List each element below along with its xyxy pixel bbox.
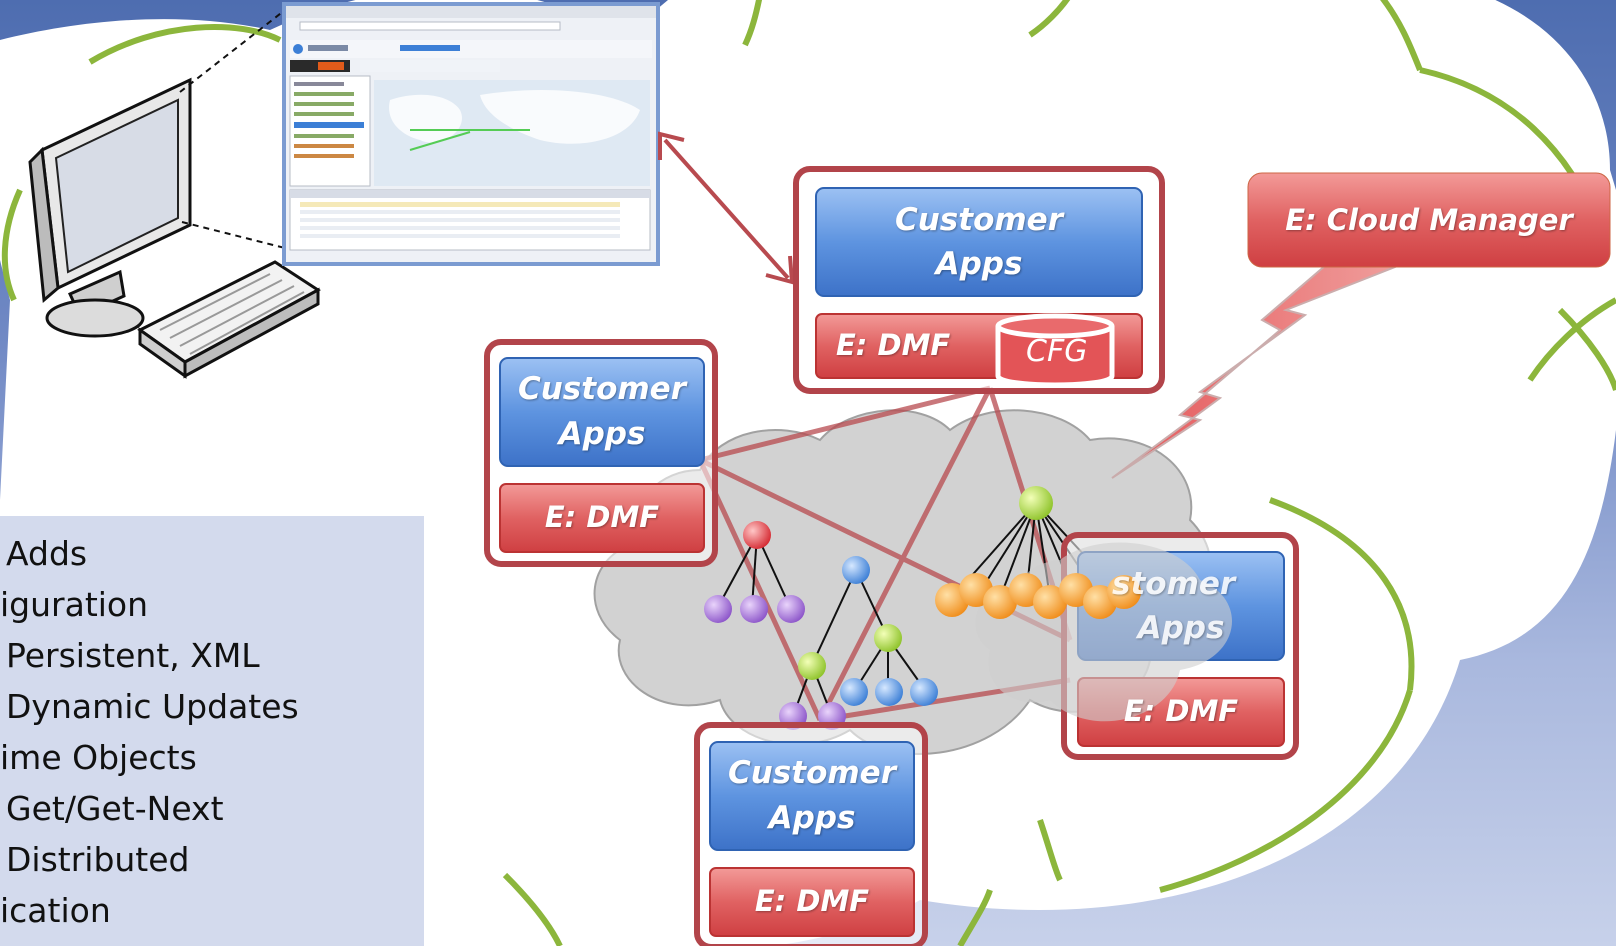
left-dmf-label: E: DMF xyxy=(544,500,660,534)
feature-line: Dynamic Updates xyxy=(6,687,299,726)
cloud-manager-bolt xyxy=(1111,264,1401,479)
console-link-arrow xyxy=(658,131,795,285)
feature-line: ication xyxy=(0,891,111,930)
bottom-apps-label-line2: Apps xyxy=(768,800,856,836)
feature-line: Persistent, XML xyxy=(6,636,260,675)
top-dmf-label: E: DMF xyxy=(836,328,951,362)
feature-list-panel: Adds iguration Persistent, XML Dynamic U… xyxy=(0,516,424,946)
right-apps-label-line2: Apps xyxy=(1137,610,1225,646)
cloud-manager-label: E: Cloud Manager xyxy=(1285,203,1573,237)
cfg-label: CFG xyxy=(1026,334,1088,369)
node-bottom xyxy=(694,722,928,946)
zoom-line-top xyxy=(179,9,286,93)
feature-line: Adds xyxy=(6,534,88,573)
feature-line: iguration xyxy=(0,585,149,624)
right-dmf-label: E: DMF xyxy=(1123,694,1239,728)
orange-nodes xyxy=(935,573,1141,619)
top-apps-label-line2: Apps xyxy=(935,246,1023,282)
console-screenshot xyxy=(282,2,660,266)
bottom-dmf-label: E: DMF xyxy=(754,884,870,918)
object-tree-red xyxy=(704,521,805,623)
feature-line: ime Objects xyxy=(0,738,197,777)
left-apps-label-line2: Apps xyxy=(558,416,646,452)
right-apps-label-line1: stomer xyxy=(1112,566,1236,602)
feature-line: Get/Get-Next xyxy=(6,789,224,828)
computer-icon xyxy=(28,77,321,379)
cloud-manager-box xyxy=(1247,172,1611,268)
left-apps-label-line1: Customer xyxy=(517,371,686,407)
feature-line: Distributed xyxy=(6,840,190,879)
zoom-line-bottom xyxy=(181,221,286,249)
bottom-apps-label-line1: Customer xyxy=(727,755,896,791)
node-top xyxy=(793,166,1165,394)
top-apps-label-line1: Customer xyxy=(894,202,1063,238)
cfg-database-icon xyxy=(995,313,1115,388)
node-left xyxy=(484,339,718,567)
